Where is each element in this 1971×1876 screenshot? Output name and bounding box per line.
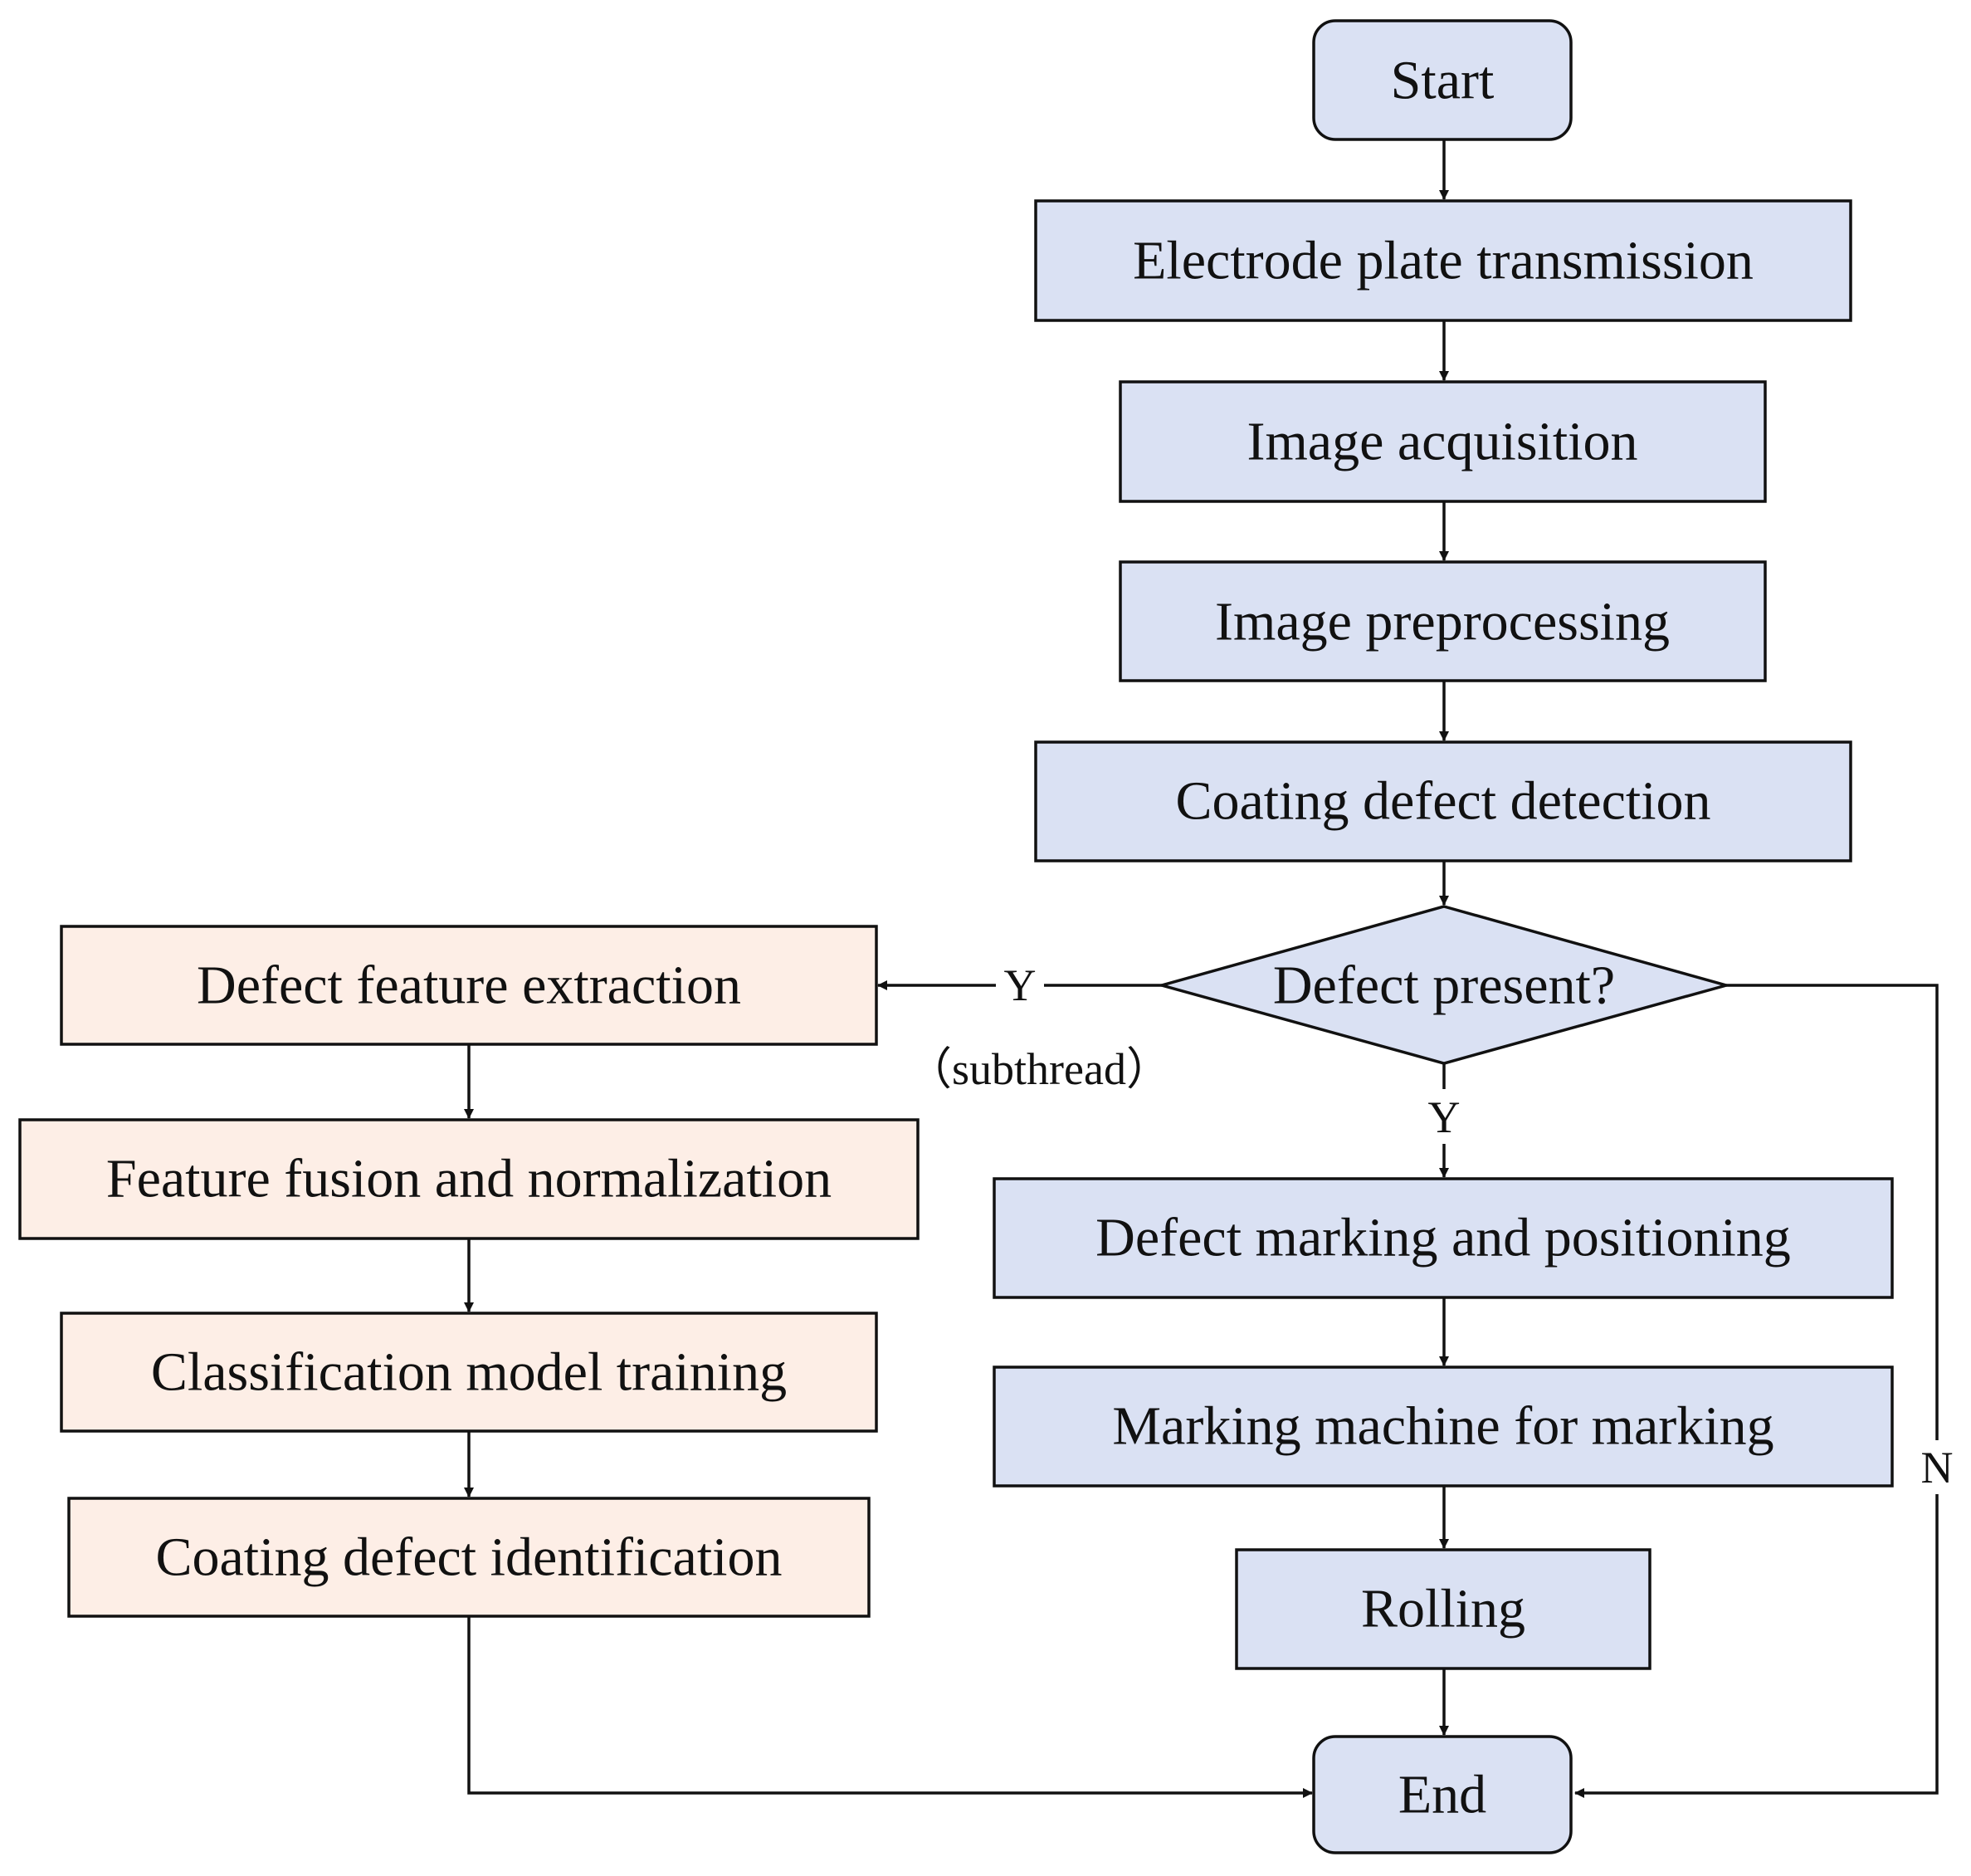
node-coating-defect-detection: Coating defect detection — [1034, 740, 1852, 862]
node-electrode-plate-transmission: Electrode plate transmission — [1034, 199, 1852, 322]
node-defect-feature-extraction: Defect feature extraction — [60, 925, 878, 1046]
node-end-label: End — [1398, 1765, 1486, 1825]
arrow-identification-to-end — [467, 1616, 1313, 1798]
arrow-no-branch-upper — [1726, 984, 1939, 1440]
node-start: Start — [1312, 19, 1573, 141]
node-image-acquisition-label: Image acquisition — [1247, 412, 1637, 472]
node-image-acquisition: Image acquisition — [1119, 380, 1767, 503]
node-defect-marking-and-positioning-label: Defect marking and positioning — [1095, 1208, 1791, 1268]
node-rolling-label: Rolling — [1361, 1579, 1525, 1639]
edge-label-subthread: （subthread） — [907, 1044, 1171, 1094]
node-feature-fusion-and-normalization-label: Feature fusion and normalization — [106, 1149, 832, 1209]
node-coating-defect-detection-label: Coating defect detection — [1175, 771, 1710, 832]
node-defect-present-decision: Defect present? — [1156, 905, 1732, 1065]
node-coating-defect-identification-label: Coating defect identification — [155, 1527, 782, 1588]
node-feature-fusion-and-normalization: Feature fusion and normalization — [18, 1118, 920, 1240]
node-defect-feature-extraction-label: Defect feature extraction — [197, 955, 741, 1016]
arrow-no-branch-lower — [1574, 1494, 1939, 1798]
node-marking-machine-for-marking: Marking machine for marking — [993, 1365, 1894, 1488]
node-electrode-plate-transmission-label: Electrode plate transmission — [1133, 231, 1754, 291]
edge-label-yes-down: Y — [1428, 1092, 1461, 1142]
node-marking-machine-for-marking-label: Marking machine for marking — [1112, 1396, 1773, 1457]
node-image-preprocessing: Image preprocessing — [1119, 560, 1767, 682]
connectors — [464, 139, 1939, 1798]
node-defect-marking-and-positioning: Defect marking and positioning — [993, 1177, 1894, 1299]
edge-label-no: N — [1921, 1443, 1954, 1492]
node-image-preprocessing-label: Image preprocessing — [1215, 592, 1670, 652]
node-end: End — [1312, 1735, 1573, 1854]
edge-label-yes-left: Y — [1004, 960, 1037, 1010]
node-classification-model-training-label: Classification model training — [151, 1342, 787, 1403]
node-rolling: Rolling — [1235, 1548, 1651, 1670]
node-coating-defect-identification: Coating defect identification — [67, 1497, 871, 1618]
node-defect-present-label: Defect present? — [1273, 955, 1615, 1016]
node-start-label: Start — [1391, 51, 1495, 111]
node-classification-model-training: Classification model training — [60, 1312, 878, 1433]
